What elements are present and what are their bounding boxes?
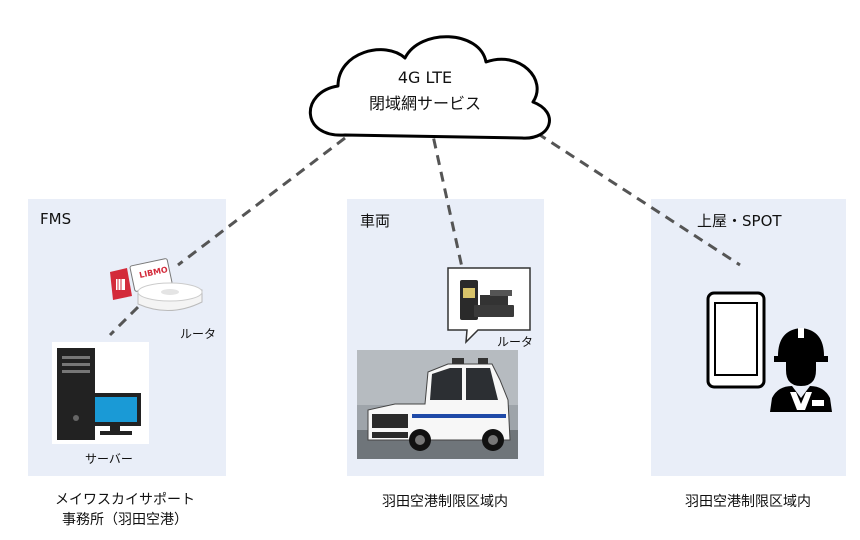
vehicle-caption: 羽田空港制限区域内: [382, 494, 508, 510]
cloud-icon: [308, 35, 551, 140]
vehicle-title: 車両: [360, 212, 391, 230]
fms-caption-line2: 事務所（羽田空港）: [62, 512, 188, 528]
cloud-label-line2: 閉域網サービス: [368, 94, 481, 113]
connection-fms: [177, 136, 346, 267]
fms-caption-line1: メイワスカイサポート: [55, 492, 195, 508]
server-pc-icon: [52, 342, 149, 444]
fms-router-label: ルータ: [180, 327, 217, 341]
sim-card-icon: [110, 268, 132, 300]
fms-router-icon: [137, 282, 203, 312]
spot-title: 上屋・SPOT: [697, 212, 782, 230]
tablet-icon: [706, 291, 766, 389]
vehicle-router-bubble: [447, 267, 531, 344]
server-label: サーバー: [85, 452, 133, 466]
spot-caption: 羽田空港制限区域内: [685, 494, 811, 510]
cloud-label-line1: 4G LTE: [397, 68, 453, 87]
fms-title: FMS: [40, 210, 72, 228]
vehicle-photo: [357, 350, 518, 459]
connection-vehicle: [428, 121, 465, 273]
vehicle-router-label: ルータ: [497, 335, 534, 349]
connection-spot: [522, 122, 741, 267]
worker-helmet-icon: [770, 328, 832, 412]
